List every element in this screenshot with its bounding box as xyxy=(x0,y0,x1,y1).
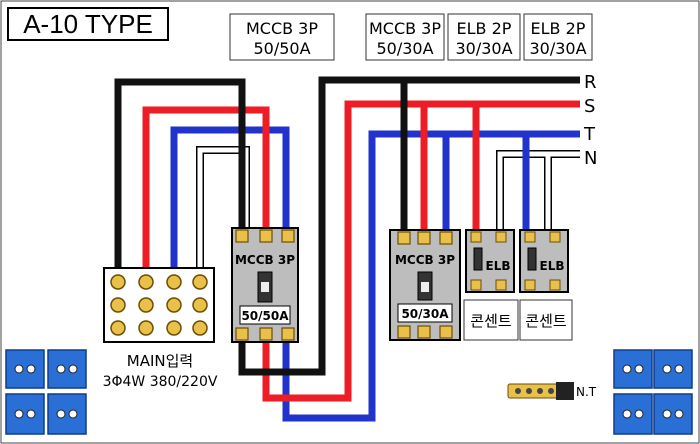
header-box-elb-1: ELB 2P 30/30A xyxy=(447,13,521,61)
elb-2-label: ELB xyxy=(540,259,565,273)
elb-1: ELB xyxy=(465,229,515,293)
svg-text:50/30A: 50/30A xyxy=(376,39,433,58)
bus-label-s: S xyxy=(584,96,595,117)
main-mccb-name: MCCB 3P xyxy=(235,253,295,267)
wire-phase-r-input xyxy=(114,78,246,268)
wire-phase-t-bus xyxy=(282,130,580,422)
title-box xyxy=(7,7,169,41)
main-mccb: MCCB 3P 50/50A xyxy=(231,227,299,343)
svg-text:MCCB 3P: MCCB 3P xyxy=(369,19,441,38)
elb-2: ELB xyxy=(519,229,569,293)
terminal-block-left xyxy=(5,349,87,435)
branch-mccb: MCCB 3P 50/30A xyxy=(389,229,461,341)
branch-mccb-rating: 50/30A xyxy=(401,307,449,321)
nt-label: N.T xyxy=(576,385,597,399)
bus-label-n: N xyxy=(584,148,597,169)
neutral-terminal-bar: N.T xyxy=(507,382,597,400)
svg-text:콘센트: 콘센트 xyxy=(525,312,567,330)
main-input-spec: 3Φ4W 380/220V xyxy=(103,374,218,390)
bus-label-r: R xyxy=(584,72,597,93)
svg-text:ELB 2P: ELB 2P xyxy=(531,19,586,38)
title: A-10 TYPE xyxy=(23,9,153,39)
svg-text:30/30A: 30/30A xyxy=(455,39,512,58)
outlet-1: 콘센트 xyxy=(463,299,519,341)
wire-phase-r-bus xyxy=(238,76,580,376)
main-mccb-rating: 50/50A xyxy=(241,309,289,323)
wire-phase-s-input xyxy=(142,106,270,268)
bus-label-t: T xyxy=(583,124,596,145)
main-input-terminal xyxy=(103,267,215,343)
header-box-mccb-branch: MCCB 3P 50/30A xyxy=(365,13,445,61)
svg-text:50/50A: 50/50A xyxy=(253,39,310,58)
outlet-2: 콘센트 xyxy=(519,299,573,341)
terminal-block-right xyxy=(613,349,693,435)
svg-text:콘센트: 콘센트 xyxy=(470,312,512,330)
svg-text:MCCB 3P: MCCB 3P xyxy=(246,19,318,38)
branch-mccb-name: MCCB 3P xyxy=(395,253,455,267)
wire-phase-t-input xyxy=(170,126,290,268)
main-input-label: MAIN입력 xyxy=(127,352,193,370)
wire-neutral xyxy=(196,146,580,268)
svg-text:ELB 2P: ELB 2P xyxy=(457,19,512,38)
wires xyxy=(114,76,580,422)
elb-1-label: ELB xyxy=(486,259,511,273)
svg-text:30/30A: 30/30A xyxy=(529,39,586,58)
header-box-elb-2: ELB 2P 30/30A xyxy=(523,13,593,61)
header-box-mccb-main: MCCB 3P 50/50A xyxy=(229,13,335,61)
